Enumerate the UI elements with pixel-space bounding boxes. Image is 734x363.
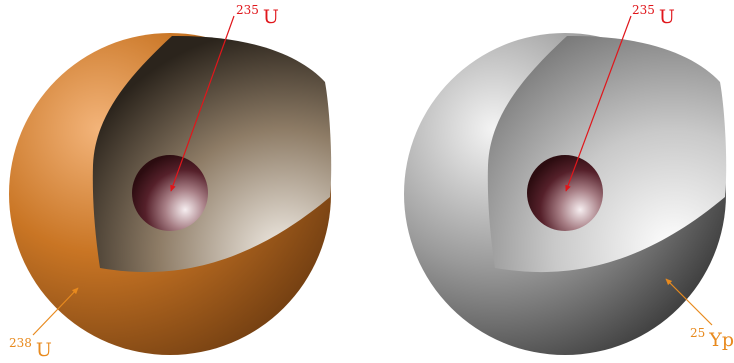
left-sphere: 235 U 238 U <box>9 1 332 361</box>
pointer-25Yp <box>665 278 713 326</box>
inner-core-235U <box>132 155 208 231</box>
label-25Yp: 25 Yp <box>690 324 734 351</box>
pointer-235U <box>170 15 235 192</box>
label-235U: 235 U <box>632 1 675 28</box>
inner-core-235U <box>527 155 603 231</box>
pointer-235U <box>565 15 632 192</box>
right-sphere: 235 U 25 Yp <box>404 1 734 355</box>
label-235U: 235 U <box>236 1 279 28</box>
label-238U: 238 U <box>9 334 52 361</box>
pointer-238U <box>32 287 79 336</box>
